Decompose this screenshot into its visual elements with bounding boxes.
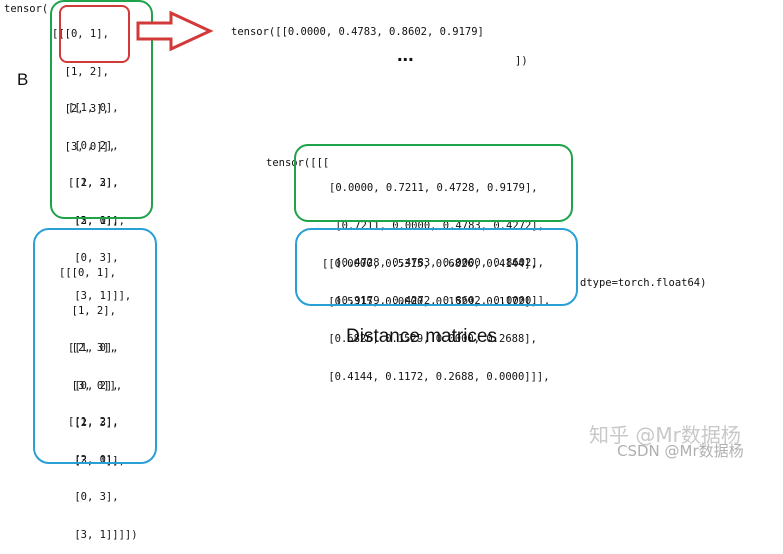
code-line: [[[0, 1],: [59, 267, 116, 279]
green-box-b: [50, 0, 153, 219]
label-b: B: [17, 70, 29, 89]
watermark-zhihu: 知乎 @Mr数据杨: [589, 423, 741, 447]
blue-box-distance: [295, 228, 578, 306]
code-line: [3, 1]]]]): [68, 528, 138, 541]
distance-caption: Distance matrices: [346, 326, 497, 347]
code-line: [[1, 2],: [68, 177, 119, 189]
code-line: [0, 2],: [68, 139, 119, 152]
code-line: [3, 0]],: [59, 379, 123, 392]
code-line: [2, 3],: [68, 177, 119, 189]
code-line: [0, 3],: [68, 252, 119, 264]
distance-block1: [0.0000, 0.7211, 0.4728, 0.9179], [0.721…: [329, 157, 550, 320]
code-line: [[0.0000, 0.5315, 0.6826, 0.4144],: [322, 258, 537, 270]
watermark-csdn: CSDN @Mr数据杨: [617, 442, 744, 460]
code-line: [0.0000, 0.7211, 0.4728, 0.9179],: [329, 182, 538, 194]
code-line: [0.4728, 0.4783, 0.0000, 0.8602],: [329, 257, 544, 269]
code-line: [1, 2],: [52, 65, 109, 78]
tensor-b2-block2: [[1, 0], [0, 2], [2, 3], [3, 1]],: [68, 317, 125, 480]
code-line: [0.9179, 0.4272, 0.8602, 0.0000]],: [329, 294, 551, 307]
code-line: [[1, 0],: [68, 342, 119, 354]
code-line: [2, 3],: [59, 342, 116, 354]
code-line: [2, 3],: [52, 103, 109, 115]
code-line: [0.4144, 0.1172, 0.2688, 0.0000]]],: [322, 370, 550, 383]
code-line: [3, 0]],: [52, 140, 116, 153]
tensor-b-prefix: tensor(: [4, 3, 49, 15]
blue-box-b2: [33, 228, 157, 464]
distance-dtype: dtype=torch.float64): [580, 277, 707, 289]
arrow-right-icon: [136, 10, 214, 52]
code-line: [0.6826, 0.1529, 0.0000, 0.2688],: [322, 333, 537, 345]
code-line: [0, 2],: [68, 379, 119, 392]
distance-prefix: tensor([[[: [266, 157, 330, 169]
red-box-first-row: [59, 5, 130, 63]
green-box-distance: [294, 144, 573, 222]
code-line: [[1, 2],: [68, 416, 119, 428]
code-line: [[1, 0],: [68, 102, 119, 114]
tensor-b2-block1: [[[0, 1], [1, 2], [2, 3], [3, 0]],: [59, 242, 122, 405]
top-result-ellipsis: ...: [397, 44, 414, 66]
code-line: [2, 3],: [68, 417, 119, 429]
code-line: [0, 3],: [68, 491, 119, 503]
top-result-closing: ]): [515, 55, 528, 67]
code-line: [1, 2],: [59, 304, 116, 317]
tensor-b-block2: [[1, 0], [0, 2], [2, 3], [3, 1]],: [68, 77, 125, 240]
code-line: [3, 1]]],: [68, 289, 132, 302]
top-result-line: tensor([[0.0000, 0.4783, 0.8602, 0.9179]: [231, 26, 484, 38]
